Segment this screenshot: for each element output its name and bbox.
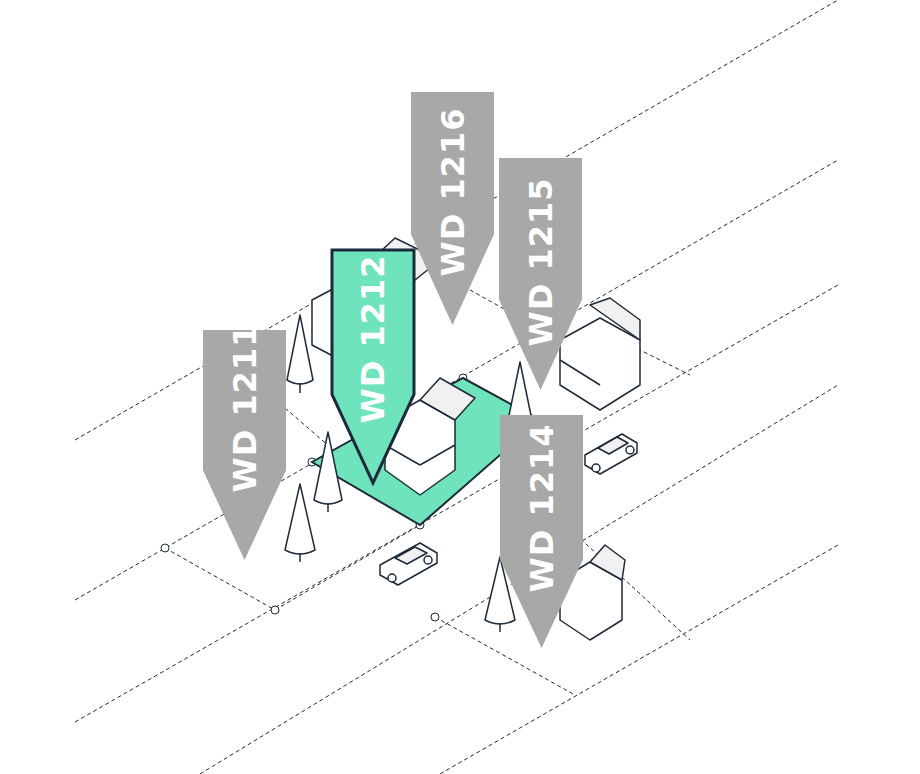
location-pin: WD 1215: [499, 158, 582, 390]
pin-label: WD 1214: [526, 424, 558, 593]
location-pin: WD 1216: [411, 92, 494, 325]
pin-label: WD 1212: [357, 254, 389, 423]
location-pin: WD 1214: [500, 415, 583, 648]
pin-label: WD 1211: [229, 324, 261, 493]
location-pin: WD 1211: [203, 330, 286, 560]
pin-label: WD 1215: [525, 178, 557, 347]
location-pin: WD 1212: [332, 250, 414, 483]
pin-label: WD 1216: [437, 108, 469, 277]
